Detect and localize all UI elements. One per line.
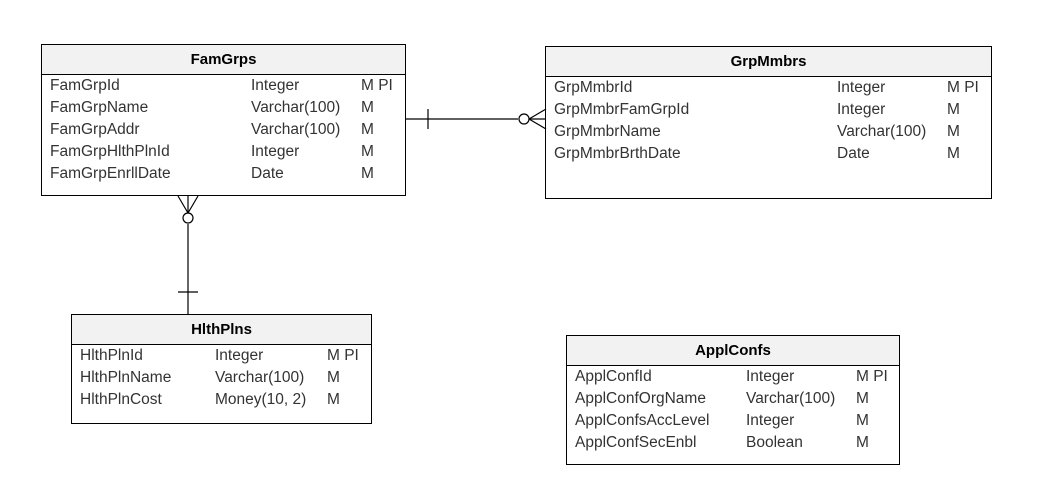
attribute-name: HlthPlnName <box>80 369 172 386</box>
attribute-type: Varchar(100) <box>251 121 341 138</box>
attribute-type: Integer <box>837 101 886 118</box>
entity-grpmmbrs[interactable]: GrpMmbrs GrpMmbrId Integer M PI GrpMmbrF… <box>545 46 992 199</box>
attribute-flags: M <box>947 101 960 118</box>
attribute-row: FamGrpAddr Varchar(100) M <box>42 119 405 141</box>
attribute-name: GrpMmbrName <box>554 123 661 140</box>
attribute-flags: M <box>856 412 869 429</box>
attribute-row: GrpMmbrFamGrpId Integer M <box>546 99 991 121</box>
attribute-flags: M <box>856 434 869 451</box>
attribute-type: Integer <box>746 412 795 429</box>
entity-title: FamGrps <box>42 45 405 75</box>
relationship-famgrps-grpmmbrs[interactable] <box>406 108 547 130</box>
attribute-row: FamGrpId Integer M PI <box>42 75 405 97</box>
attribute-name: ApplConfId <box>575 368 652 385</box>
attribute-type: Integer <box>837 79 886 96</box>
attribute-flags: M PI <box>327 347 359 364</box>
cardinality-zero-circle <box>518 113 530 125</box>
entity-title: HlthPlns <box>72 315 371 345</box>
attribute-row: FamGrpName Varchar(100) M <box>42 97 405 119</box>
crows-foot-prong <box>187 195 199 214</box>
attribute-name: FamGrpEnrllDate <box>50 165 171 182</box>
attribute-flags: M <box>361 99 374 116</box>
crows-foot-prong <box>528 108 547 120</box>
attribute-type: Varchar(100) <box>215 369 305 386</box>
attribute-row: ApplConfsAccLevel Integer M <box>567 410 899 432</box>
attribute-name: HlthPlnCost <box>80 391 162 408</box>
attribute-row: ApplConfOrgName Varchar(100) M <box>567 388 899 410</box>
attribute-flags: M PI <box>856 368 888 385</box>
attribute-type: Date <box>837 145 870 162</box>
entity-title: GrpMmbrs <box>546 47 991 77</box>
entity-title: ApplConfs <box>567 336 899 366</box>
attribute-flags: M <box>361 121 374 138</box>
attribute-flags: M <box>361 143 374 160</box>
attribute-type: Money(10, 2) <box>215 391 307 408</box>
relationship-hlthplns-famgrps[interactable] <box>177 195 199 314</box>
attribute-type: Varchar(100) <box>837 123 927 140</box>
attribute-name: ApplConfsAccLevel <box>575 412 710 429</box>
attribute-row: GrpMmbrName Varchar(100) M <box>546 121 991 143</box>
attribute-type: Integer <box>251 143 300 160</box>
entity-applconfs[interactable]: ApplConfs ApplConfId Integer M PI ApplCo… <box>566 335 900 465</box>
entity-hlthplns[interactable]: HlthPlns HlthPlnId Integer M PI HlthPlnN… <box>71 314 372 424</box>
attribute-row: FamGrpHlthPlnId Integer M <box>42 141 405 163</box>
entity-famgrps[interactable]: FamGrps FamGrpId Integer M PI FamGrpName… <box>41 44 406 196</box>
attribute-flags: M <box>947 145 960 162</box>
attribute-row: FamGrpEnrllDate Date M <box>42 163 405 185</box>
attribute-flags: M PI <box>947 79 979 96</box>
attribute-row: GrpMmbrId Integer M PI <box>546 77 991 99</box>
attribute-name: ApplConfOrgName <box>575 390 706 407</box>
attribute-name: GrpMmbrBrthDate <box>554 145 681 162</box>
attribute-row: HlthPlnId Integer M PI <box>72 345 371 367</box>
crows-foot-prong <box>528 118 547 130</box>
attribute-type: Varchar(100) <box>251 99 341 116</box>
attribute-type: Integer <box>251 77 300 94</box>
attribute-flags: M <box>947 123 960 140</box>
cardinality-zero-circle <box>182 212 194 224</box>
attribute-name: FamGrpId <box>50 77 120 94</box>
attribute-row: GrpMmbrBrthDate Date M <box>546 143 991 165</box>
attribute-name: GrpMmbrId <box>554 79 633 96</box>
attribute-row: ApplConfId Integer M PI <box>567 366 899 388</box>
attribute-name: FamGrpHlthPlnId <box>50 143 170 160</box>
attribute-name: FamGrpAddr <box>50 121 140 138</box>
attribute-name: FamGrpName <box>50 99 149 116</box>
attribute-flags: M <box>327 391 340 408</box>
attribute-row: ApplConfSecEnbl Boolean M <box>567 432 899 454</box>
attribute-flags: M PI <box>361 77 393 94</box>
attribute-name: ApplConfSecEnbl <box>575 434 697 451</box>
attribute-type: Varchar(100) <box>746 390 836 407</box>
attribute-flags: M <box>361 165 374 182</box>
attribute-row: HlthPlnCost Money(10, 2) M <box>72 389 371 411</box>
crows-foot-prong <box>177 195 189 214</box>
attribute-type: Integer <box>215 347 264 364</box>
attribute-flags: M <box>856 390 869 407</box>
attribute-type: Boolean <box>746 434 803 451</box>
attribute-type: Integer <box>746 368 795 385</box>
attribute-name: GrpMmbrFamGrpId <box>554 101 690 118</box>
attribute-type: Date <box>251 165 284 182</box>
attribute-row: HlthPlnName Varchar(100) M <box>72 367 371 389</box>
attribute-name: HlthPlnId <box>80 347 143 364</box>
attribute-flags: M <box>327 369 340 386</box>
